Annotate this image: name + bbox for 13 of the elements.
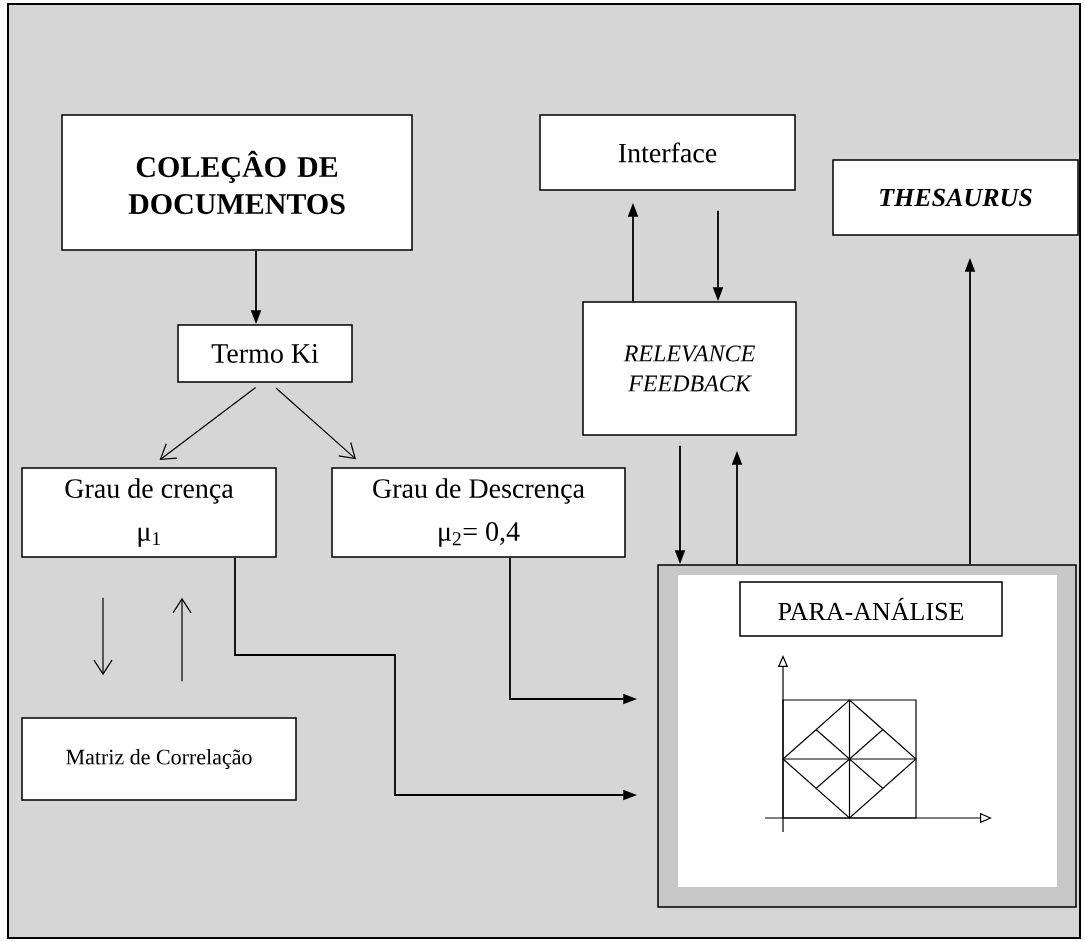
arrow <box>275 387 357 460</box>
process-box: Interface <box>539 114 796 191</box>
process-box: Matriz de Correlação <box>21 717 297 801</box>
process-box: THESAURUS <box>832 159 1079 236</box>
process-box: Termo Ki <box>177 324 353 383</box>
process-box: Grau de crença μ$_{1}$ <box>21 467 277 558</box>
title-box: PARA-ANÁLISE <box>739 581 1003 637</box>
process-box: RELEVANCE FEEDBACK <box>582 301 797 436</box>
process-box: COLEÇÂO DE DOCUMENTOS <box>61 114 413 251</box>
arrow <box>93 597 113 676</box>
arrow <box>172 597 192 682</box>
process-box: Grau de Descrença μ$_{2}$= 0,4 <box>331 467 626 558</box>
arrow <box>159 386 257 460</box>
